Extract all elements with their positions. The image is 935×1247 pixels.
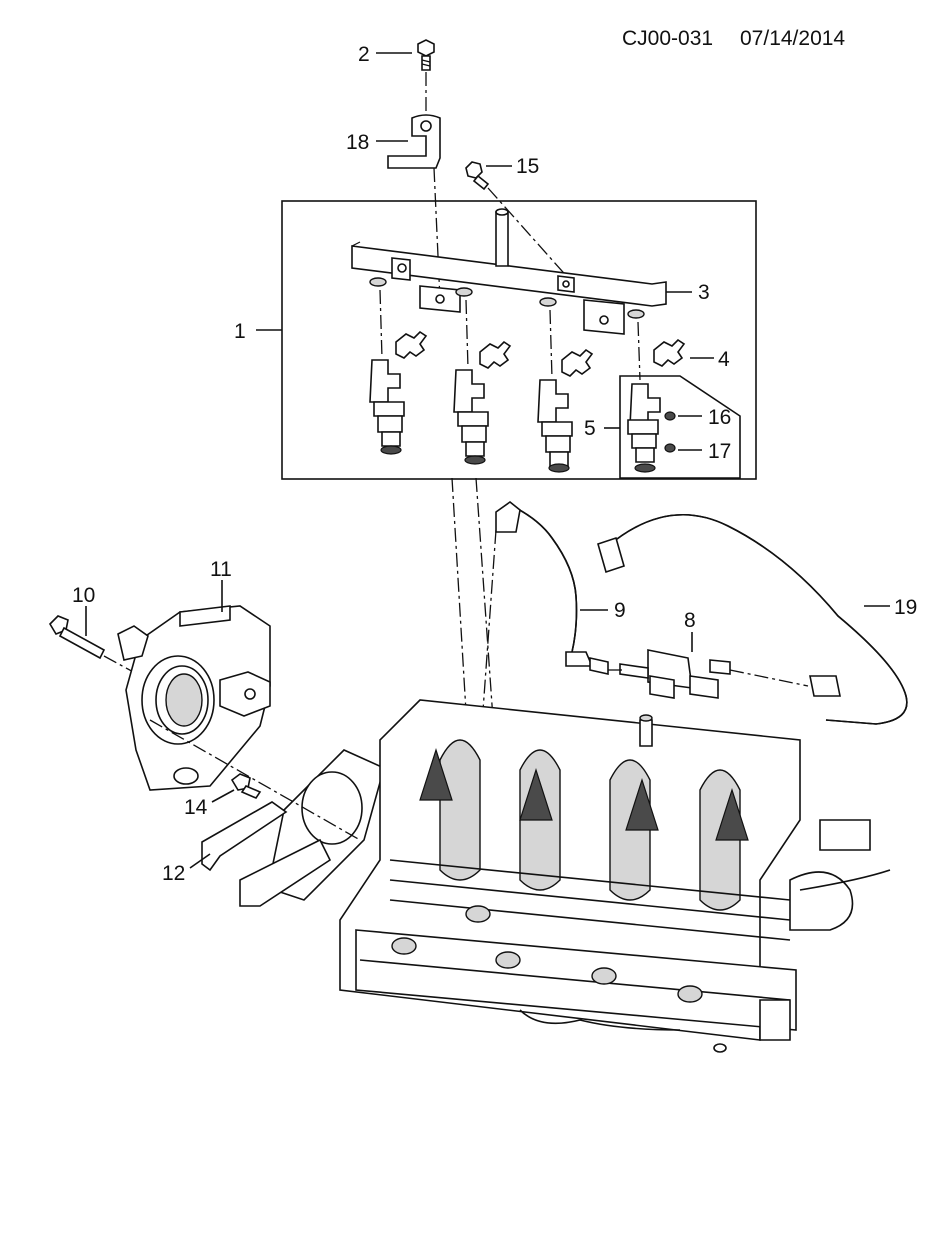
o-ring-part-17 xyxy=(664,443,676,453)
injector-clip xyxy=(479,340,512,369)
assembly-line xyxy=(637,321,641,381)
bolt-part-2 xyxy=(417,39,435,71)
bolt-part-10 xyxy=(48,615,106,660)
callout-2: 2 xyxy=(358,43,370,66)
callout-19: 19 xyxy=(894,596,917,619)
injector-clip xyxy=(395,330,428,359)
assembly-line xyxy=(379,289,383,359)
fuel-rail-assembly-frame xyxy=(281,200,757,480)
assembly-line xyxy=(433,167,441,301)
callout-15: 15 xyxy=(516,155,539,178)
throttle-body-part-11 xyxy=(117,605,271,791)
diagram-code: CJ00-031 xyxy=(622,27,713,50)
injector-clip xyxy=(561,348,594,377)
callout-1: 1 xyxy=(234,320,246,343)
bracket-part-18 xyxy=(387,114,441,169)
callout-14: 14 xyxy=(184,796,208,819)
fuel-injector-part-5 xyxy=(627,383,661,473)
callout-4: 4 xyxy=(718,348,730,371)
fuel-rail-part-3 xyxy=(351,208,667,335)
fuel-injector xyxy=(453,369,489,465)
assembly-line xyxy=(549,309,553,379)
assembly-line xyxy=(465,299,469,369)
callout-17: 17 xyxy=(708,440,731,463)
assembly-line xyxy=(729,669,809,687)
bolt-part-15 xyxy=(465,161,490,191)
callout-18: 18 xyxy=(346,131,369,154)
fuel-injector xyxy=(369,359,405,455)
bolt-part-14 xyxy=(230,773,262,799)
callout-3: 3 xyxy=(698,281,710,304)
callout-16: 16 xyxy=(708,406,731,429)
callout-11: 11 xyxy=(210,558,232,581)
hose-part-9 xyxy=(495,500,609,675)
intake-manifold xyxy=(339,699,891,1053)
assembly-line xyxy=(487,187,571,281)
assembly-line xyxy=(149,719,361,841)
callout-5: 5 xyxy=(584,417,596,440)
leader-line xyxy=(189,853,211,869)
purge-solenoid-part-8 xyxy=(619,649,731,699)
leader-line xyxy=(211,789,235,803)
callout-9: 9 xyxy=(614,599,626,622)
diagram-date: 07/14/2014 xyxy=(740,27,845,50)
injector-kit-frame-part-5 xyxy=(619,375,741,479)
bracket-part-12 xyxy=(201,801,332,907)
injector-clip-part-4 xyxy=(653,338,686,367)
callout-10: 10 xyxy=(72,584,95,607)
callout-8: 8 xyxy=(684,609,696,632)
callout-12: 12 xyxy=(162,862,185,885)
o-ring-part-16 xyxy=(664,411,676,421)
fuel-injector xyxy=(537,379,573,473)
hose-part-19 xyxy=(597,514,908,725)
